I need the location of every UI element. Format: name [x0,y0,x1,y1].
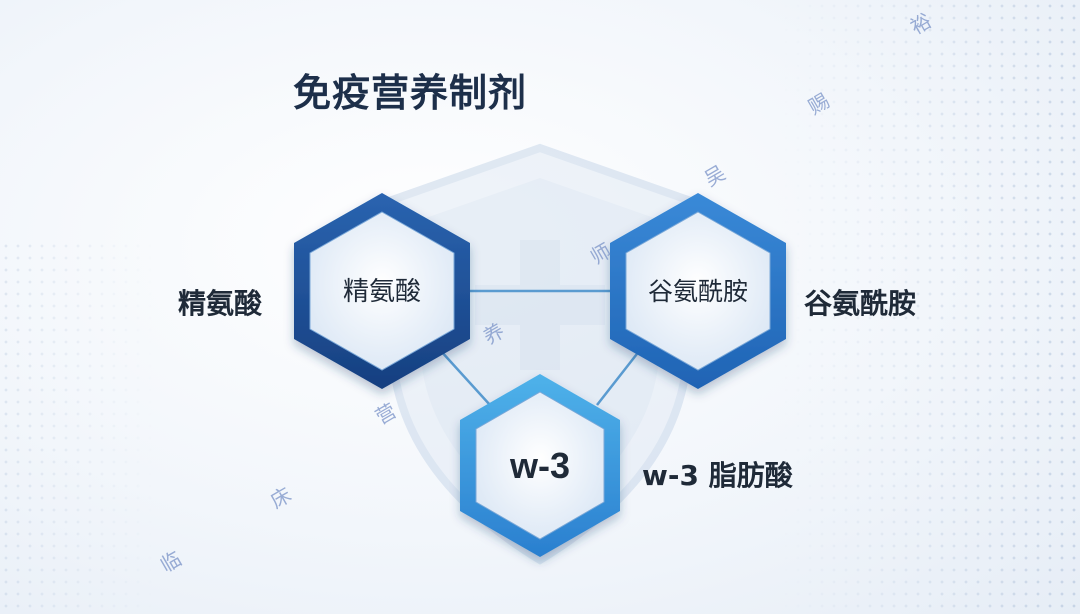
side-label-omega3: w-3 脂肪酸 [642,459,793,492]
hexagon-arginine [294,193,470,389]
page-title: 免疫营养制剂 [293,71,528,115]
hexagon-omega3-label: w-3 [509,445,570,486]
hexagon-omega3 [460,374,620,557]
side-label-glutamine: 谷氨酰胺 [804,287,917,320]
hexagon-glutamine-label: 谷氨酰胺 [648,277,748,306]
hexagon-glutamine [610,193,786,389]
connector-right-bottom [596,349,641,406]
dot-pattern-right [780,0,1080,614]
dot-pattern-left [0,240,160,614]
side-label-arginine: 精氨酸 [178,287,263,320]
connector-left-bottom [439,349,491,406]
hexagon-arginine-label: 精氨酸 [343,277,421,307]
